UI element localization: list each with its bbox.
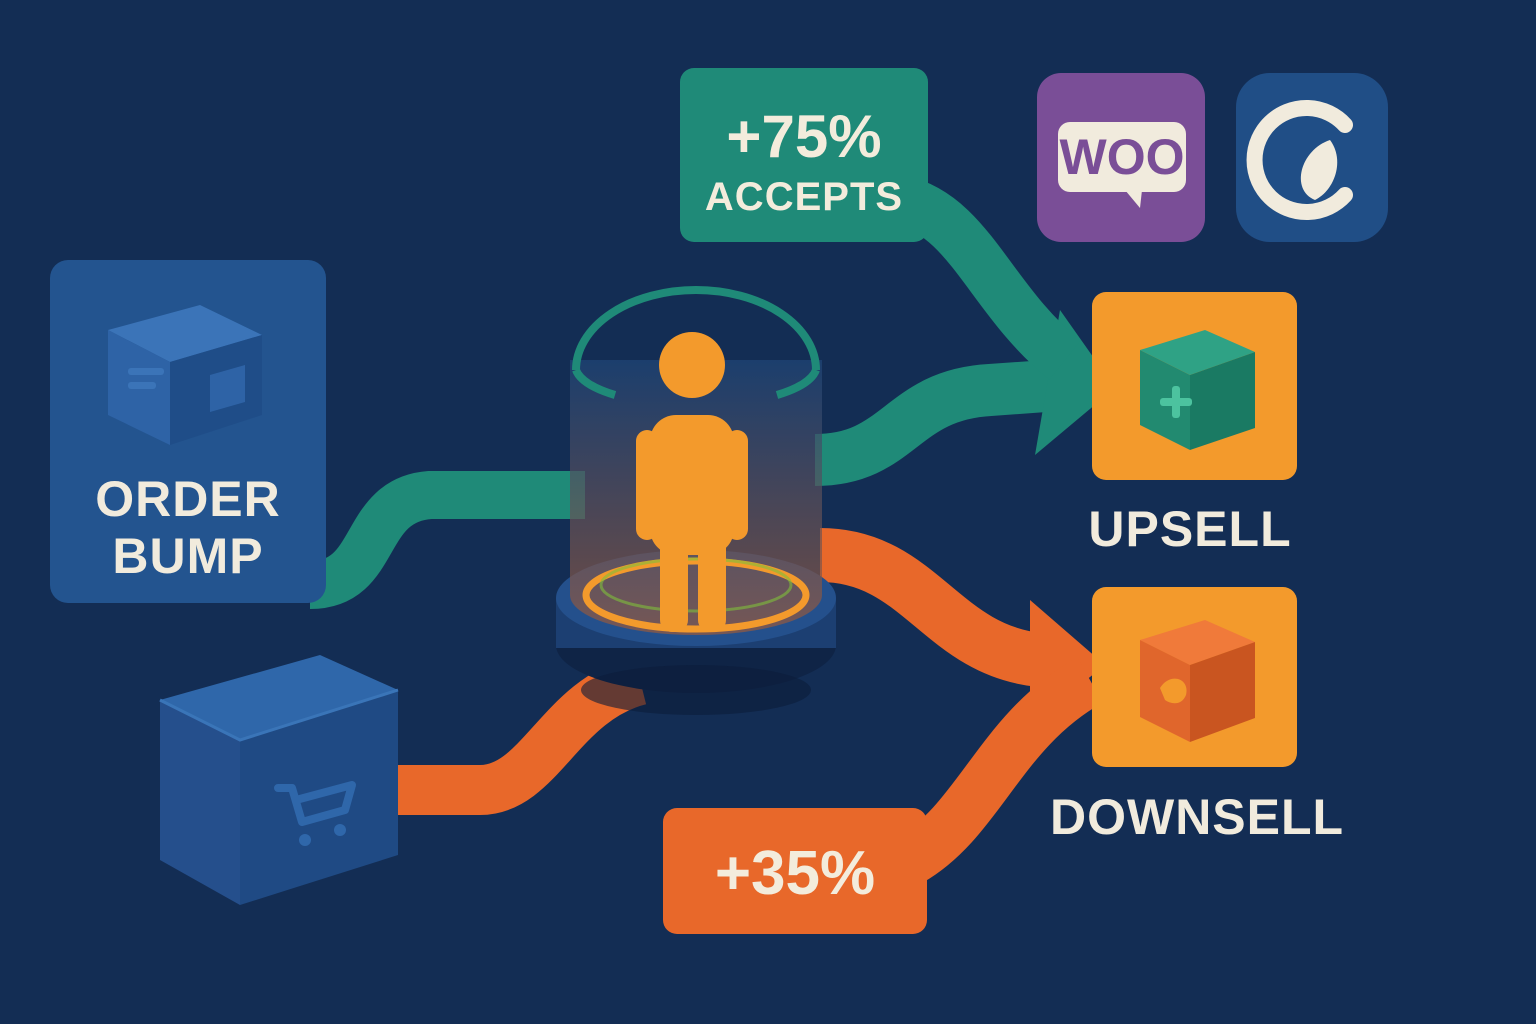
cart-icon <box>274 781 356 846</box>
upsell-box-icon <box>1140 330 1255 450</box>
stat-to-downsell-arrow <box>896 657 1104 883</box>
woo-logo-text: WOO <box>1059 129 1185 185</box>
downsell-stat-tag <box>663 808 927 934</box>
downsell-box-icon <box>1140 620 1255 742</box>
accepts-stat-caption: ACCEPTS <box>704 175 904 219</box>
downsell-label: DOWNSELL <box>1050 789 1345 845</box>
upsell-flow-arrow <box>813 359 1062 486</box>
order-bump-label-line2: BUMP <box>112 528 264 584</box>
upsell-label: UPSELL <box>1088 501 1292 557</box>
accepts-stat-value: +75% <box>726 103 882 170</box>
downsell-stat-value: +35% <box>714 839 876 908</box>
downsell-flow-arrow <box>818 528 1044 687</box>
accepts-tag <box>680 68 928 242</box>
woo-logo-icon <box>1058 122 1186 208</box>
order-bump-box-icon <box>108 305 262 445</box>
c-logo-icon <box>1246 100 1353 220</box>
base-ring <box>582 557 810 633</box>
top-ring <box>572 286 820 371</box>
order-bump-label-line1: ORDER <box>95 471 281 527</box>
person-icon <box>636 332 748 632</box>
order-bump-flow-arrow <box>308 471 585 609</box>
